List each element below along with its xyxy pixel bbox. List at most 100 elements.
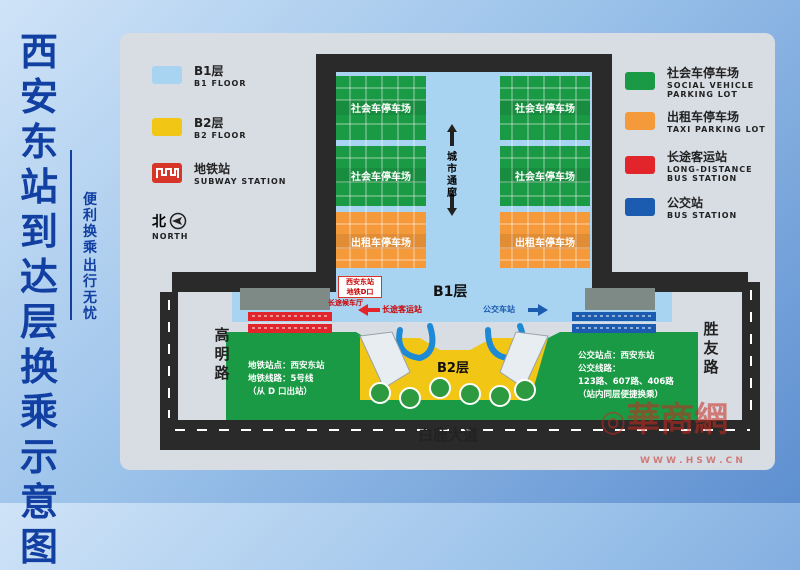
legend-en: B1 FLOOR xyxy=(194,79,247,88)
metro-info-exit: （从 D 口出站） xyxy=(248,387,312,397)
legend-en: TAXI PARKING LOT xyxy=(667,125,766,134)
title-char: 到 xyxy=(19,210,58,254)
subtitle-divider xyxy=(70,150,72,320)
legend-cn: 社会车停车场 xyxy=(667,65,740,80)
vertical-title: 西 安 东 站 到 达 层 换 乘 示 意 图 xyxy=(14,30,64,570)
corridor-char: 通 xyxy=(447,176,457,187)
subtitle-char: 忧 xyxy=(83,306,97,322)
taxi-lot-label-right: 出租车停车场 xyxy=(500,234,590,249)
ramp-shelters xyxy=(359,331,549,389)
taxi-lot-label-left: 出租车停车场 xyxy=(336,234,426,249)
metro-sign-line2: 地铁D口 xyxy=(346,288,374,296)
west-road xyxy=(160,292,178,424)
road-char: 友 xyxy=(703,339,719,357)
bus-arrow-label: 公交车站 xyxy=(483,305,515,314)
city-corridor-label: 城 市 通 廊 xyxy=(445,152,459,200)
road-east: 胜 友 路 xyxy=(702,320,720,377)
taxi-parking-swatch xyxy=(625,112,655,130)
parking-left xyxy=(336,76,426,268)
b1-floor-label: B1层 xyxy=(433,284,468,300)
bus-info-routes-label: 公交线路： xyxy=(578,364,621,374)
metro-exit-sign: 西安东站 地铁D口 xyxy=(338,276,382,298)
legend-en: BUS STATION xyxy=(667,211,738,220)
metro-sign-line1: 西安东站 xyxy=(346,278,374,286)
legend-cn: 长途客运站 xyxy=(667,149,728,164)
bus-info-note: （站内同层便捷换乘） xyxy=(578,390,664,400)
legend-bus: 公交站 BUS STATION xyxy=(625,193,766,221)
title-char: 西 xyxy=(19,30,58,74)
title-char: 东 xyxy=(19,120,58,164)
legend-en: B2 FLOOR xyxy=(194,131,247,140)
road-char: 路 xyxy=(703,358,719,376)
title-char: 站 xyxy=(19,165,58,209)
watermark-text: 華商網 xyxy=(626,400,729,440)
long-distance-hall-label: 长途候车厅 xyxy=(328,299,363,307)
subtitle-char: 行 xyxy=(83,274,97,290)
title-char: 图 xyxy=(19,525,58,569)
long-distance-bays xyxy=(248,312,332,333)
bus-info-station: 公交站点：西安东站 xyxy=(578,351,655,361)
legend-en: SOCIAL VEHICLE xyxy=(667,80,755,90)
b2-swatch xyxy=(152,118,182,136)
metro-info-station: 地铁站点：西安东站 xyxy=(248,361,325,371)
legend-social-parking: 社会车停车场 SOCIAL VEHICLE PARKING LOT xyxy=(625,65,766,99)
north-en: NORTH xyxy=(152,232,189,241)
road-char: 胜 xyxy=(703,320,719,338)
subtitle-char: 无 xyxy=(83,290,97,306)
title-char: 示 xyxy=(19,435,58,479)
legend-cn: 公交站 xyxy=(667,196,704,210)
title-char: 换 xyxy=(19,345,58,389)
south-road xyxy=(160,420,760,450)
north-cn: 北 xyxy=(152,214,166,230)
parking-right xyxy=(500,76,590,268)
bus-swatch xyxy=(625,198,655,216)
east-road xyxy=(742,282,760,424)
corridor-arrows xyxy=(447,124,457,216)
subtitle-char: 出 xyxy=(83,258,97,274)
b1-swatch xyxy=(152,66,182,84)
title-char: 安 xyxy=(19,75,58,119)
subtitle-char: 换 xyxy=(83,224,97,240)
legend-en: SUBWAY STATION xyxy=(194,177,287,186)
title-char: 达 xyxy=(19,255,58,299)
legend-cn: B1层 xyxy=(194,64,224,78)
legend-taxi-parking: 出租车停车场 TAXI PARKING LOT xyxy=(625,107,766,135)
station-map xyxy=(160,54,760,450)
legend-b1: B1层 B1 FLOOR xyxy=(152,62,286,88)
long-distance-arrow-icon xyxy=(358,304,380,316)
legend-cn: B2层 xyxy=(194,116,224,130)
b2-floor-label: B2层 xyxy=(437,361,469,376)
social-parking-swatch xyxy=(625,72,655,90)
road-west: 高 明 路 xyxy=(213,326,231,383)
bus-info-routes: 123路、607路、406路 xyxy=(578,377,674,387)
subway-icon xyxy=(152,163,182,183)
social-lot-label-right-2: 社会车停车场 xyxy=(500,168,590,183)
social-lot-label-left-1: 社会车停车场 xyxy=(336,100,426,115)
corridor-char: 廊 xyxy=(447,188,457,199)
bus-bays xyxy=(572,312,656,333)
road-char: 高 xyxy=(214,326,230,344)
legend-long-distance: 长途客运站 LONG-DISTANCE BUS STATION xyxy=(625,149,766,183)
legend-cn: 出租车停车场 xyxy=(667,110,740,124)
corridor-char: 市 xyxy=(447,164,457,175)
title-char: 乘 xyxy=(19,390,58,434)
b1-concourse xyxy=(232,292,672,322)
long-distance-swatch xyxy=(625,156,655,174)
road-south: 白鹿大道 xyxy=(418,426,479,444)
social-lot-label-right-1: 社会车停车场 xyxy=(500,100,590,115)
legend-en: LONG-DISTANCE xyxy=(667,164,753,174)
tree-icons xyxy=(369,377,536,409)
legend-subway: 地铁站 SUBWAY STATION xyxy=(152,160,286,186)
subtitle-char: 便 xyxy=(83,192,97,208)
bus-info: 公交站点：西安东站 公交线路： 123路、607路、406路 （站内同层便捷换乘… xyxy=(578,350,674,402)
watermark-logo: ◎華商網 xyxy=(600,400,729,440)
legend-right: 社会车停车场 SOCIAL VEHICLE PARKING LOT 出租车停车场… xyxy=(625,65,766,221)
legend-left: B1层 B1 FLOOR B2层 B2 FLOOR 地铁站 SUBWAY STA… xyxy=(152,62,286,241)
legend-en: PARKING LOT xyxy=(667,89,738,99)
legend-en: BUS STATION xyxy=(667,173,738,183)
metro-info: 地铁站点：西安东站 地铁线路：5号线 （从 D 口出站） xyxy=(248,360,325,399)
legend-cn: 地铁站 xyxy=(194,162,231,176)
north-indicator: 北 xyxy=(152,208,286,234)
legend-b2: B2层 B2 FLOOR xyxy=(152,114,286,140)
title-char: 层 xyxy=(19,300,58,344)
